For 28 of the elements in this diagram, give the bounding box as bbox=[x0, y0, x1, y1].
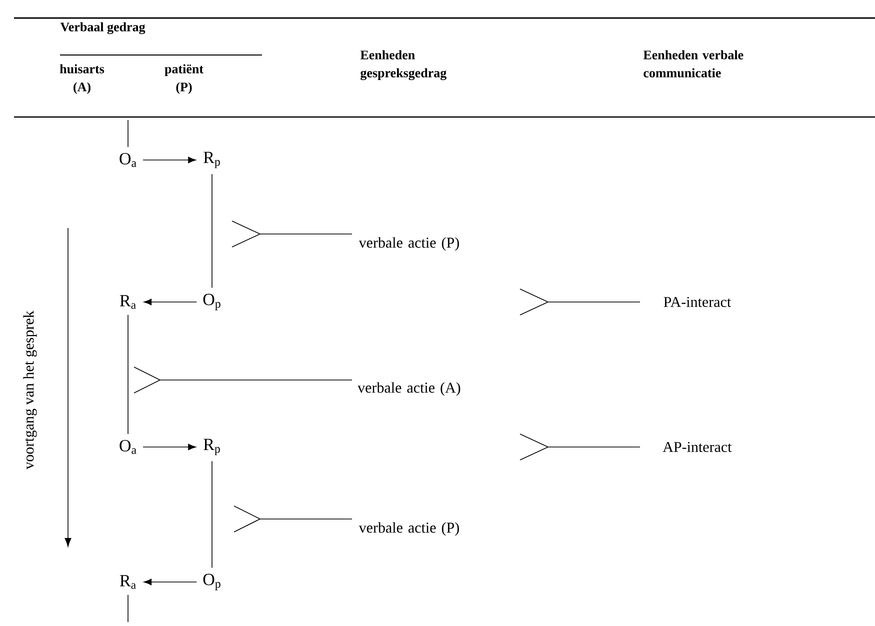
unit-label: verbale actie (A) bbox=[358, 382, 460, 396]
unit-label: AP-interact bbox=[662, 442, 732, 452]
unit-label: verbale actie (P) bbox=[358, 237, 459, 251]
axis-label: voortgang van het gesprek bbox=[23, 310, 37, 470]
arrow bbox=[144, 578, 198, 586]
column-header: Eenheden gespreksgedrag bbox=[360, 50, 446, 80]
arrow bbox=[144, 298, 198, 306]
symbol-label: O$_{a}$ bbox=[120, 440, 136, 454]
bracket-connector bbox=[134, 366, 352, 394]
symbol-label: O$_{p}$ bbox=[203, 294, 220, 310]
symbol-label: R$_{p}$ bbox=[204, 152, 220, 168]
symbol-label: R$_{a}$ bbox=[120, 295, 136, 309]
column-header: Verbaal gedrag bbox=[60, 22, 146, 34]
bracket-connector bbox=[520, 288, 640, 316]
bracket-connector bbox=[234, 506, 352, 532]
bracket-connector bbox=[232, 220, 352, 248]
symbol-label: R$_{p}$ bbox=[204, 438, 220, 456]
arrow bbox=[142, 444, 196, 450]
symbol-label: R$_{a}$ bbox=[120, 575, 136, 589]
column-header: patiënt (P) bbox=[164, 64, 204, 94]
unit-label: PA-interact bbox=[664, 296, 732, 308]
symbol-label: O$_{a}$ bbox=[120, 153, 136, 167]
arrow bbox=[142, 156, 196, 164]
unit-label: verbale actie (P) bbox=[358, 522, 459, 536]
symbol-label: O$_{p}$ bbox=[203, 574, 220, 590]
bracket-connector bbox=[520, 434, 640, 460]
column-header: huisarts (A) bbox=[60, 64, 104, 94]
column-header: Eenheden verbale communicatie bbox=[643, 50, 744, 78]
